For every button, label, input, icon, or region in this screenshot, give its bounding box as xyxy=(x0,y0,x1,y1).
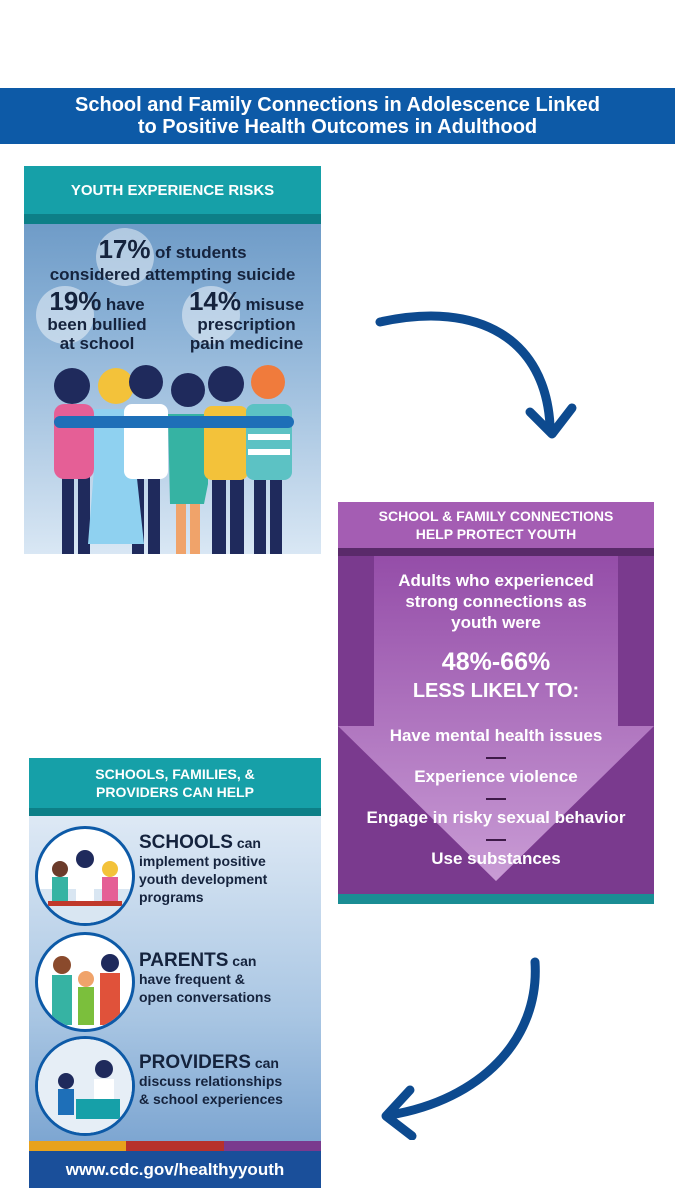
parents-illustration xyxy=(35,932,135,1032)
protect-range: 48%-66% xyxy=(441,648,551,676)
schools-illustration xyxy=(35,826,135,926)
curved-arrow-icon xyxy=(375,311,577,439)
cdc-url-link[interactable]: www.cdc.gov/healthyyouth xyxy=(29,1151,321,1188)
protect-heading: SCHOOL & FAMILY CONNECTIONS HELP PROTECT… xyxy=(338,502,654,548)
curved-arrow-icon xyxy=(381,957,540,1140)
schools-text: SCHOOLS can implement positive youth dev… xyxy=(139,832,268,905)
outcome-divider xyxy=(486,757,506,759)
protect-intro: Adults who experienced strong connection… xyxy=(398,571,594,632)
help-heading: SCHOOLS, FAMILIES, & PROVIDERS CAN HELP xyxy=(29,758,321,808)
risks-panel: YOUTH EXPERIENCE RISKS 17% of students c… xyxy=(24,166,321,554)
color-stripes xyxy=(29,1141,321,1151)
protect-heading-bar xyxy=(338,548,654,556)
parents-text: PARENTS can have frequent & open convers… xyxy=(139,950,272,1005)
outcome-item: Have mental health issues xyxy=(389,726,603,745)
outcome-divider xyxy=(486,798,506,800)
stat-bubble xyxy=(36,286,94,344)
protect-panel: SCHOOL & FAMILY CONNECTIONS HELP PROTECT… xyxy=(338,502,654,904)
help-heading-bar xyxy=(29,808,321,816)
providers-illustration xyxy=(35,1036,135,1136)
stat-pain-medicine: 14% misuse prescription pain medicine xyxy=(188,286,305,353)
stat-bubble xyxy=(182,286,240,344)
help-panel: SCHOOLS, FAMILIES, & PROVIDERS CAN HELP … xyxy=(29,758,321,1188)
risks-heading: YOUTH EXPERIENCE RISKS xyxy=(24,166,321,214)
stat-suicide: 17% of students considered attempting su… xyxy=(49,234,296,284)
stat-bullied: 19% have been bullied at school xyxy=(47,286,147,353)
protect-less-likely: LESS LIKELY TO: xyxy=(412,680,580,702)
outcome-item: Experience violence xyxy=(414,767,578,786)
outcome-item: Use substances xyxy=(431,849,561,868)
stat-bubble xyxy=(96,228,154,286)
title-banner: School and Family Connections in Adolesc… xyxy=(0,88,675,144)
risks-heading-bar xyxy=(24,214,321,224)
outcome-item: Engage in risky sexual behavior xyxy=(366,808,626,827)
down-arrow-shape xyxy=(338,556,654,894)
providers-text: PROVIDERS can discuss relationships & sc… xyxy=(139,1052,283,1107)
youth-group-illustration xyxy=(54,365,294,554)
title-line-2: to Positive Health Outcomes in Adulthood xyxy=(137,116,538,138)
protect-footer-bar xyxy=(338,894,654,904)
outcome-divider xyxy=(486,839,506,841)
title-line-1: School and Family Connections in Adolesc… xyxy=(75,94,600,116)
